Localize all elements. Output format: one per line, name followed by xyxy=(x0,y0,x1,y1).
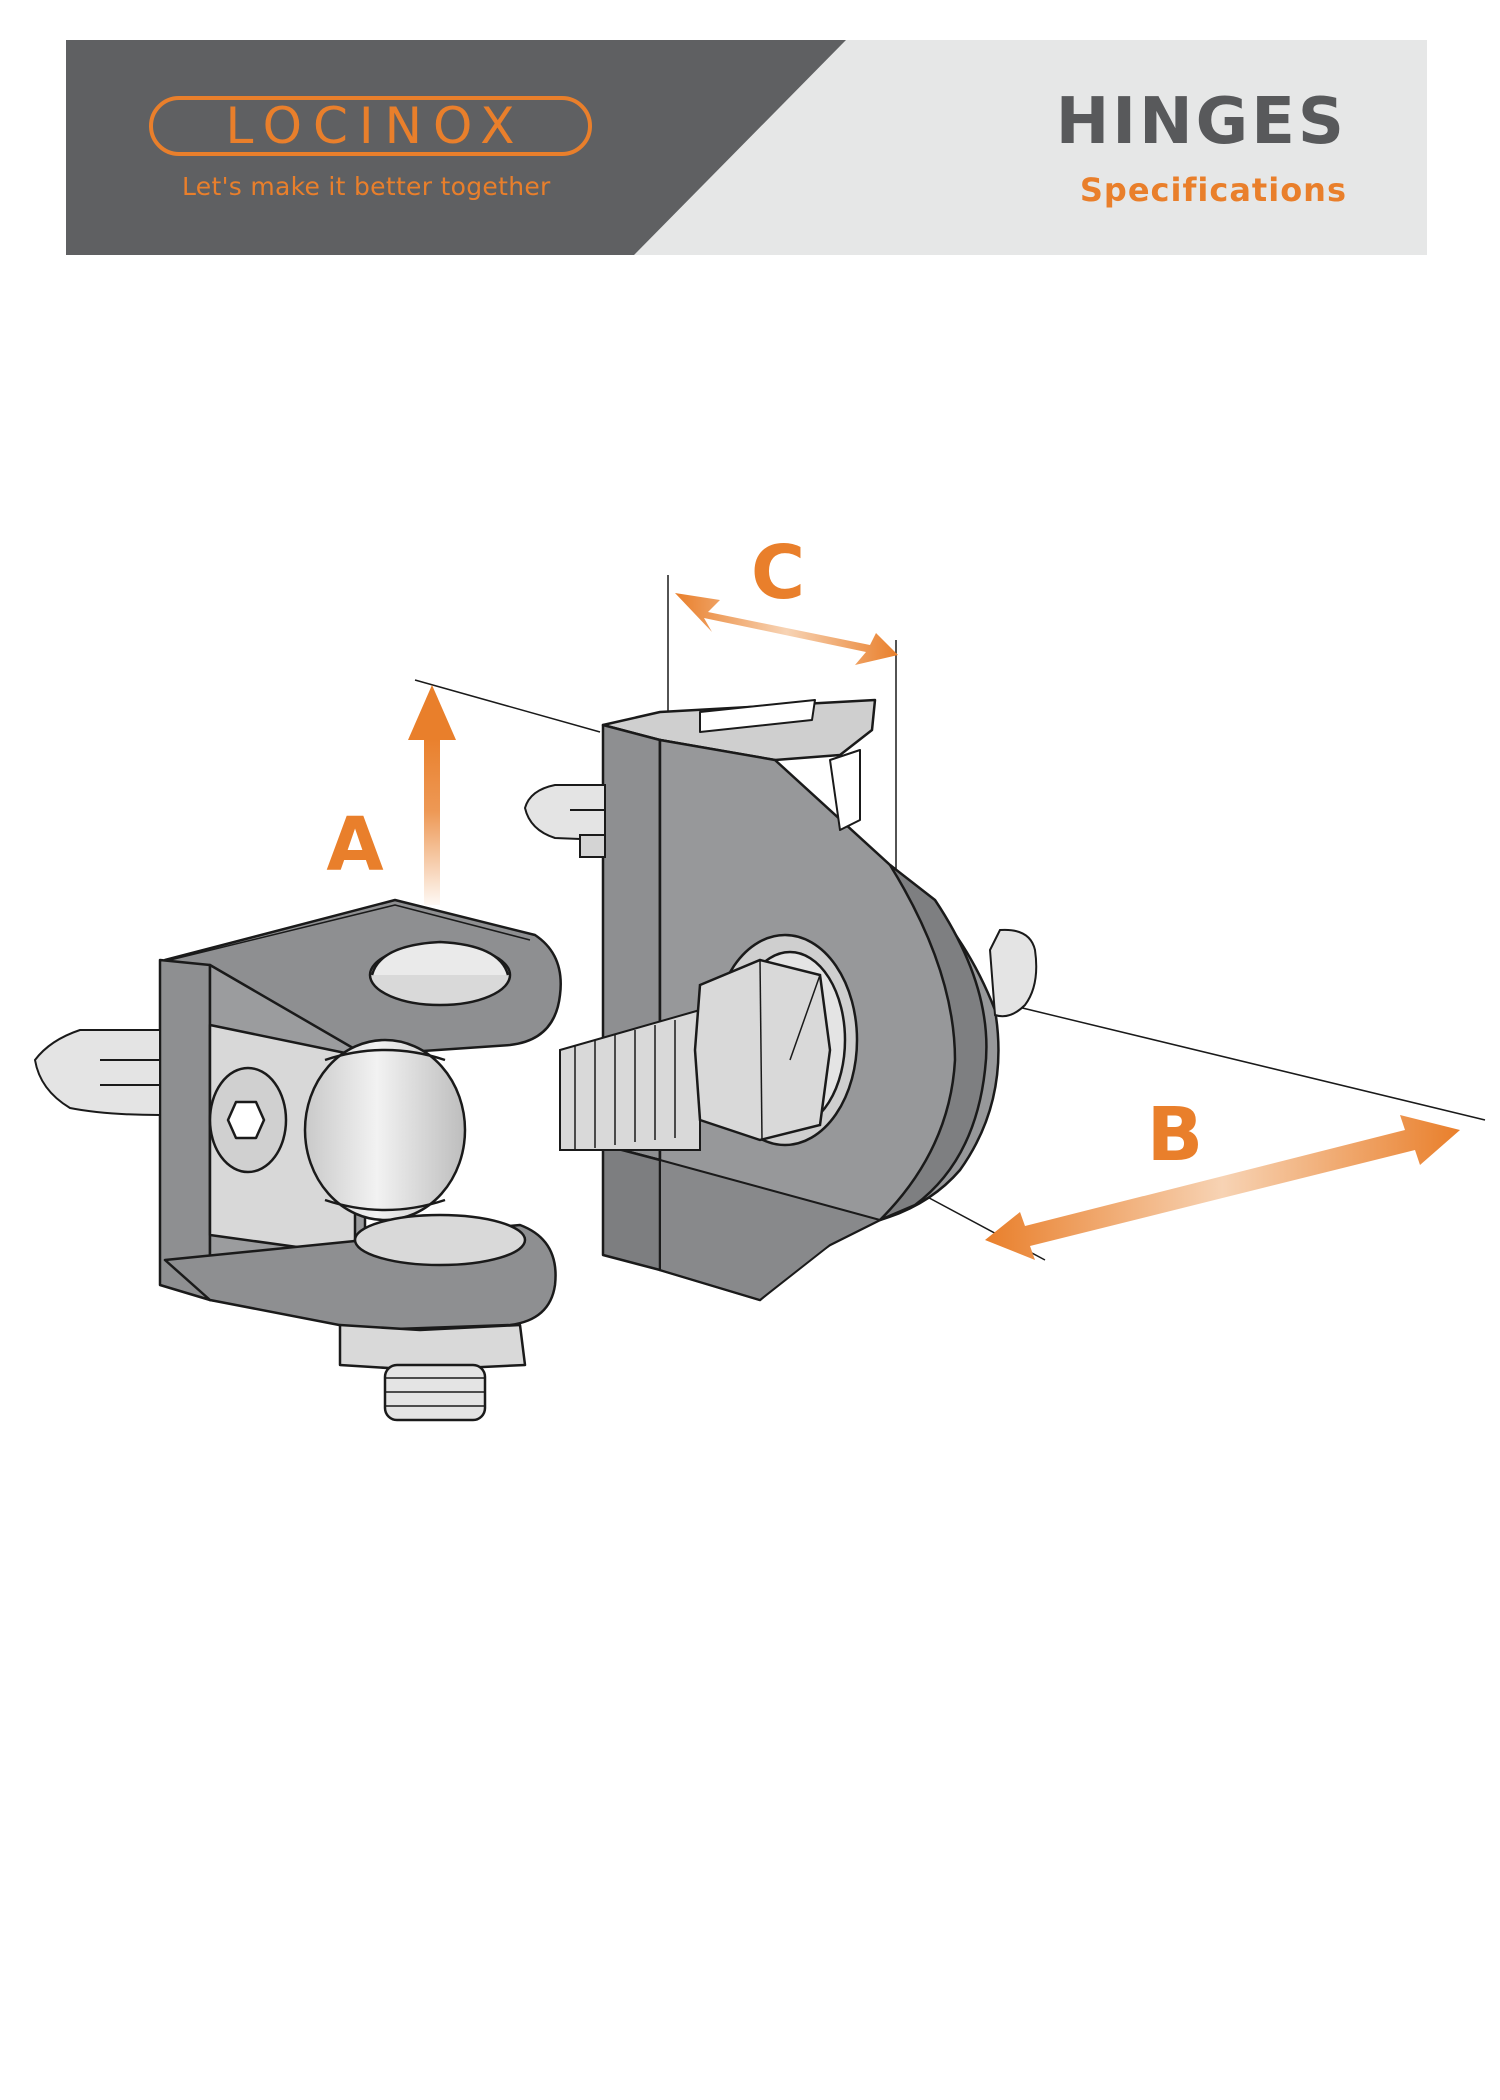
anchor-bolt-upper xyxy=(523,784,606,858)
dimension-label-b: B xyxy=(1147,1092,1203,1178)
header-banner: LOCINOX Let's make it better together HI… xyxy=(66,40,1427,255)
dimension-arrow-c: C xyxy=(675,530,898,665)
anchor-bolt-right xyxy=(988,928,1038,1018)
dimension-label-a: A xyxy=(326,802,383,888)
hinge-block xyxy=(158,898,562,1422)
hex-nut-rod xyxy=(693,933,859,1147)
page-subtitle: Specifications xyxy=(1079,171,1347,209)
threaded-rod xyxy=(559,1008,701,1151)
header-background xyxy=(66,40,1427,255)
logo-text: LOCINOX xyxy=(225,97,526,155)
dimension-arrow-a: A xyxy=(326,685,456,905)
page-title: HINGES xyxy=(1055,85,1347,159)
dimension-arrow-b: B xyxy=(985,1092,1460,1260)
dimension-label-c: C xyxy=(751,530,805,616)
tagline: Let's make it better together xyxy=(182,172,551,201)
locinox-logo: LOCINOX xyxy=(149,96,592,156)
anchor-bolt-left xyxy=(33,1029,161,1117)
